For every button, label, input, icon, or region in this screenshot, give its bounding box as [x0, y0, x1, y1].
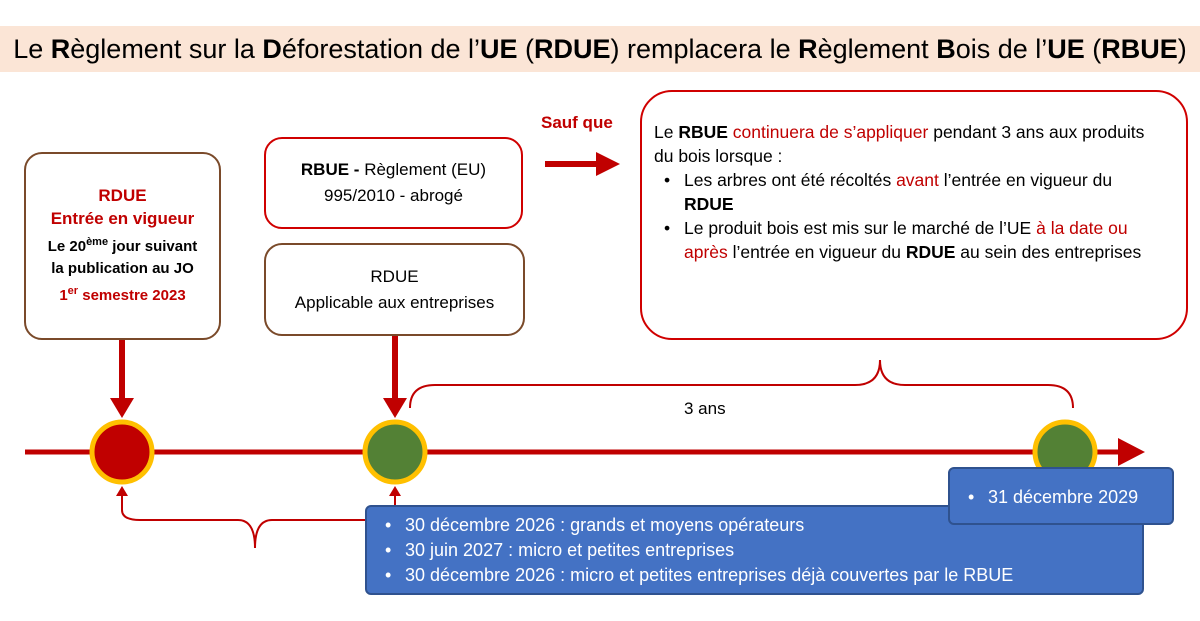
- deadline-item: 30 décembre 2026 : grands et moyens opér…: [375, 513, 1134, 538]
- note-intro: Le RBUE continuera de s’appliquer pendan…: [654, 122, 1145, 166]
- entry-line3: 1er semestre 2023: [59, 285, 186, 304]
- entry-arrow-head: [110, 398, 134, 418]
- sauf-que-label: Sauf que: [541, 113, 613, 132]
- application-circle: [362, 419, 428, 485]
- entry-circle: [89, 419, 155, 485]
- end-date-list: 31 décembre 2029: [958, 485, 1164, 510]
- lower-bracket-left-head: [116, 486, 128, 496]
- deadline-item: 30 juin 2027 : micro et petites entrepri…: [375, 538, 1134, 563]
- app-arrow-head: [383, 398, 407, 418]
- sauf-que-arrow-head: [596, 152, 620, 176]
- banner-text: Le Règlement sur la Déforestation de l’U…: [13, 33, 1187, 64]
- timeline-arrowhead: [1118, 438, 1145, 466]
- entry-subtitle: Entrée en vigueur: [50, 209, 195, 228]
- rdue-applicable-box: RDUE Applicable aux entreprises: [264, 243, 525, 336]
- lower-bracket: [121, 493, 396, 549]
- entry-box: RDUE Entrée en vigueur Le 20ème jour sui…: [24, 152, 221, 340]
- deadlines-list: 30 décembre 2026 : grands et moyens opér…: [375, 513, 1134, 588]
- note-bullet-1: Les arbres ont été récoltés avant l’entr…: [654, 168, 1166, 216]
- rdue-app-line1: RDUE: [370, 266, 419, 286]
- deadline-item: 30 décembre 2026 : micro et petites entr…: [375, 563, 1134, 588]
- rbue-line1: RBUE - Règlement (EU): [300, 160, 487, 179]
- title-banner: Le Règlement sur la Déforestation de l’U…: [0, 26, 1200, 72]
- rbue-line2: 995/2010 - abrogé: [324, 186, 463, 205]
- entry-line2: la publication au JO: [51, 260, 194, 277]
- rbue-box: RBUE - Règlement (EU) 995/2010 - abrogé: [264, 137, 523, 229]
- entry-line1: Le 20ème jour suivant: [47, 236, 198, 255]
- rdue-app-line2: Applicable aux entreprises: [294, 292, 495, 312]
- lower-bracket-right-head: [389, 486, 401, 496]
- three-years-bracket: [409, 359, 1074, 409]
- end-date-box: 31 décembre 2029: [948, 467, 1174, 525]
- note-bullets: Les arbres ont été récoltés avant l’entr…: [654, 168, 1166, 264]
- note-bullet-2: Le produit bois est mis sur le marché de…: [654, 216, 1166, 264]
- rbue-continuation-note: Le RBUE continuera de s’appliquer pendan…: [640, 90, 1188, 340]
- end-date: 31 décembre 2029: [958, 485, 1164, 510]
- entry-title: RDUE: [98, 186, 147, 205]
- three-years-label: 3 ans: [684, 399, 726, 418]
